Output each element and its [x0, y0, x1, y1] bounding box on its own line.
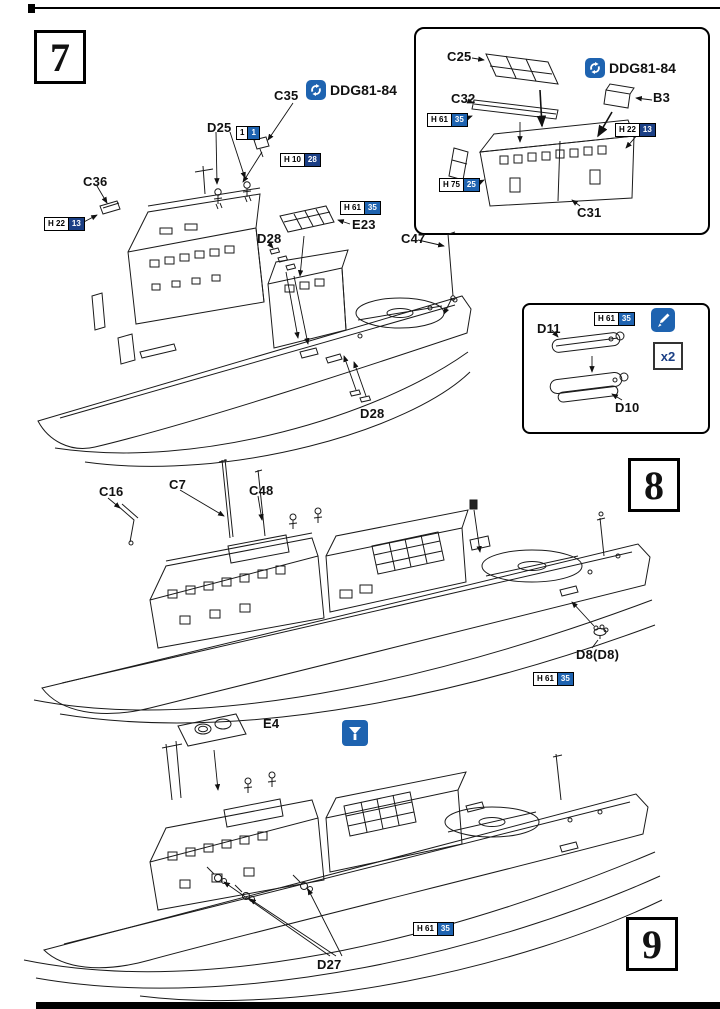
part-label-e23: E23 [352, 217, 376, 232]
ship-step7-drawing [37, 136, 472, 467]
part-c35-drawing [253, 136, 270, 158]
part-label-c35: C35 [274, 88, 299, 103]
paint-tag-h61-35: H 61 35 [427, 113, 468, 127]
part-c47-drawing [447, 231, 456, 301]
part-label-d25: D25 [207, 120, 232, 135]
cycle-arrows-icon [585, 58, 605, 78]
part-c31-drawing [478, 119, 635, 207]
part-label-d28-bottom: D28 [360, 406, 385, 421]
part-d28-bottom-drawing [349, 389, 372, 403]
insert-funnel-icon [342, 720, 368, 746]
paint-tag-h22-13: H 22 13 [44, 217, 85, 231]
part-d28-top-drawing [269, 247, 297, 271]
part-e4-drawing [177, 713, 247, 747]
part-c25-drawing [485, 53, 559, 85]
step-9-number: 9 [642, 921, 662, 967]
paint-tag-h75-25: H 75 25 [439, 178, 480, 192]
paint-tag-h61-35: H 61 35 [413, 922, 454, 936]
part-d27-drawing [206, 866, 313, 902]
part-label-c31: C31 [577, 205, 602, 220]
step-7-number: 7 [50, 34, 70, 80]
ship-step8-drawing [33, 458, 656, 724]
inset-parts-drawing [448, 53, 635, 207]
paint-tag-h22-13: H 22 13 [615, 123, 656, 137]
ship-step9-drawing [23, 713, 663, 1002]
figure-d25-b [242, 181, 252, 203]
step8-leader-lines [107, 489, 599, 649]
quantity-x2-badge: x2 [653, 342, 683, 370]
part-label-c25: C25 [447, 49, 472, 64]
part-label-c7: C7 [169, 477, 187, 492]
part-e23-drawing [279, 205, 335, 233]
ddg-logo-text: DDG81-84 [330, 82, 397, 98]
part-d11-drawing [551, 331, 625, 353]
paintbrush-icon [651, 308, 675, 332]
part-label-c32: C32 [451, 91, 476, 106]
part-c16-drawing [117, 503, 139, 546]
part-d8-drawing [593, 624, 609, 639]
part-label-c16: C16 [99, 484, 124, 499]
bridge-detail-inset [414, 27, 710, 235]
ddg-logo: DDG81-84 [306, 80, 397, 100]
option-leader-lines [551, 329, 623, 401]
page-top-rule [28, 7, 720, 9]
part-b3-drawing [603, 83, 635, 109]
paint-tag-h61-35: H 61 35 [533, 672, 574, 686]
step-8-number: 8 [644, 462, 664, 508]
ddg-logo-text: DDG81-84 [609, 60, 676, 76]
paint-tag-1-1: 1 1 [236, 126, 260, 140]
ddg-logo: DDG81-84 [585, 58, 676, 78]
part-c32-drawing [471, 99, 559, 120]
figure-d25-a [213, 188, 223, 210]
step-8-number-box: 8 [628, 458, 680, 512]
part-small-wedge-drawing [448, 147, 469, 181]
part-d10-drawing [549, 371, 629, 403]
part-label-d8: D8(D8) [576, 647, 620, 662]
paint-tag-h61-35: H 61 35 [340, 201, 381, 215]
page-top-rule-cap [28, 4, 35, 13]
part-label-c36: C36 [83, 174, 108, 189]
paint-tag-h10-28: H 10 28 [280, 153, 321, 167]
cycle-arrows-icon [306, 80, 326, 100]
step-9-number-box: 9 [626, 917, 678, 971]
part-label-c47: C47 [401, 231, 426, 246]
step-7-number-box: 7 [34, 30, 86, 84]
part-label-d27: D27 [317, 957, 342, 972]
paint-tag-h61-35: H 61 35 [594, 312, 635, 326]
part-c36-drawing [99, 200, 121, 215]
torpedo-tubes-drawing [549, 331, 629, 403]
part-label-d10: D10 [615, 400, 640, 415]
page-bottom-rule [36, 1002, 720, 1009]
part-label-d28-top: D28 [257, 231, 282, 246]
torpedo-option-inset [522, 303, 710, 434]
part-label-b3: B3 [653, 90, 671, 105]
part-label-e4: E4 [263, 716, 280, 731]
part-label-c48: C48 [249, 483, 274, 498]
part-label-d11: D11 [537, 321, 561, 336]
step7-leader-lines [79, 102, 453, 397]
step9-leader-lines [213, 749, 343, 957]
